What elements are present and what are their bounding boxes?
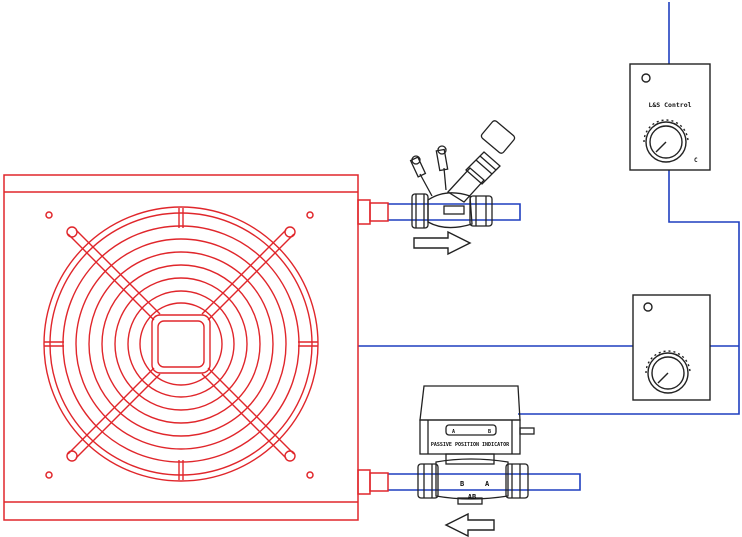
zone-valve-indicator-port-a: A — [452, 429, 455, 435]
mount-hole-br — [306, 471, 314, 479]
zone-valve-icon — [417, 385, 535, 505]
actuator-housing — [419, 385, 521, 421]
heater-stub-bottom — [357, 469, 371, 495]
zone-valve-indicator-port-b: B — [488, 429, 491, 435]
controller-top-box — [629, 63, 711, 171]
pipe-wiring — [358, 2, 740, 491]
zone-valve-indicator-label: PASSIVE POSITION INDICATOR — [431, 442, 510, 448]
pipe-bottom-return — [388, 473, 581, 491]
heater-stub-top-nut — [369, 202, 389, 222]
zone-valve-port-ab: AB — [468, 493, 476, 501]
zone-valve-port-a: A — [485, 480, 490, 488]
heater-casing — [3, 174, 359, 521]
controller-bottom — [632, 294, 711, 401]
control-dial-icon — [645, 350, 691, 394]
controller-top — [629, 63, 711, 171]
actuator-lever — [519, 427, 535, 435]
heater-stub-bottom-nut — [369, 472, 389, 492]
controller-top-led — [641, 73, 651, 83]
indicator-window — [445, 424, 497, 436]
heater-stub-top — [357, 199, 371, 225]
controller-top-label: L&S Control — [648, 101, 691, 109]
zone-valve-port-b: B — [460, 480, 464, 488]
fan-heater-unit — [3, 174, 389, 521]
balancing-valve-icon — [409, 120, 516, 229]
control-dial-icon — [643, 119, 689, 163]
pipe-top-flow — [388, 203, 521, 221]
mount-hole-bl — [45, 471, 53, 479]
controller-bottom-box — [632, 294, 711, 401]
flow-arrow-icon — [413, 230, 472, 256]
fan-grille-icon — [43, 206, 319, 482]
flow-arrow-bottom — [444, 512, 495, 537]
wire-controller-link — [518, 170, 740, 415]
flow-arrow-icon — [444, 512, 495, 537]
flow-arrow-top — [413, 230, 472, 256]
mount-hole-tr — [306, 211, 314, 219]
mount-hole-tl — [45, 211, 53, 219]
controller-top-dial-marker: C — [694, 157, 698, 164]
controller-bottom-led — [643, 302, 653, 312]
